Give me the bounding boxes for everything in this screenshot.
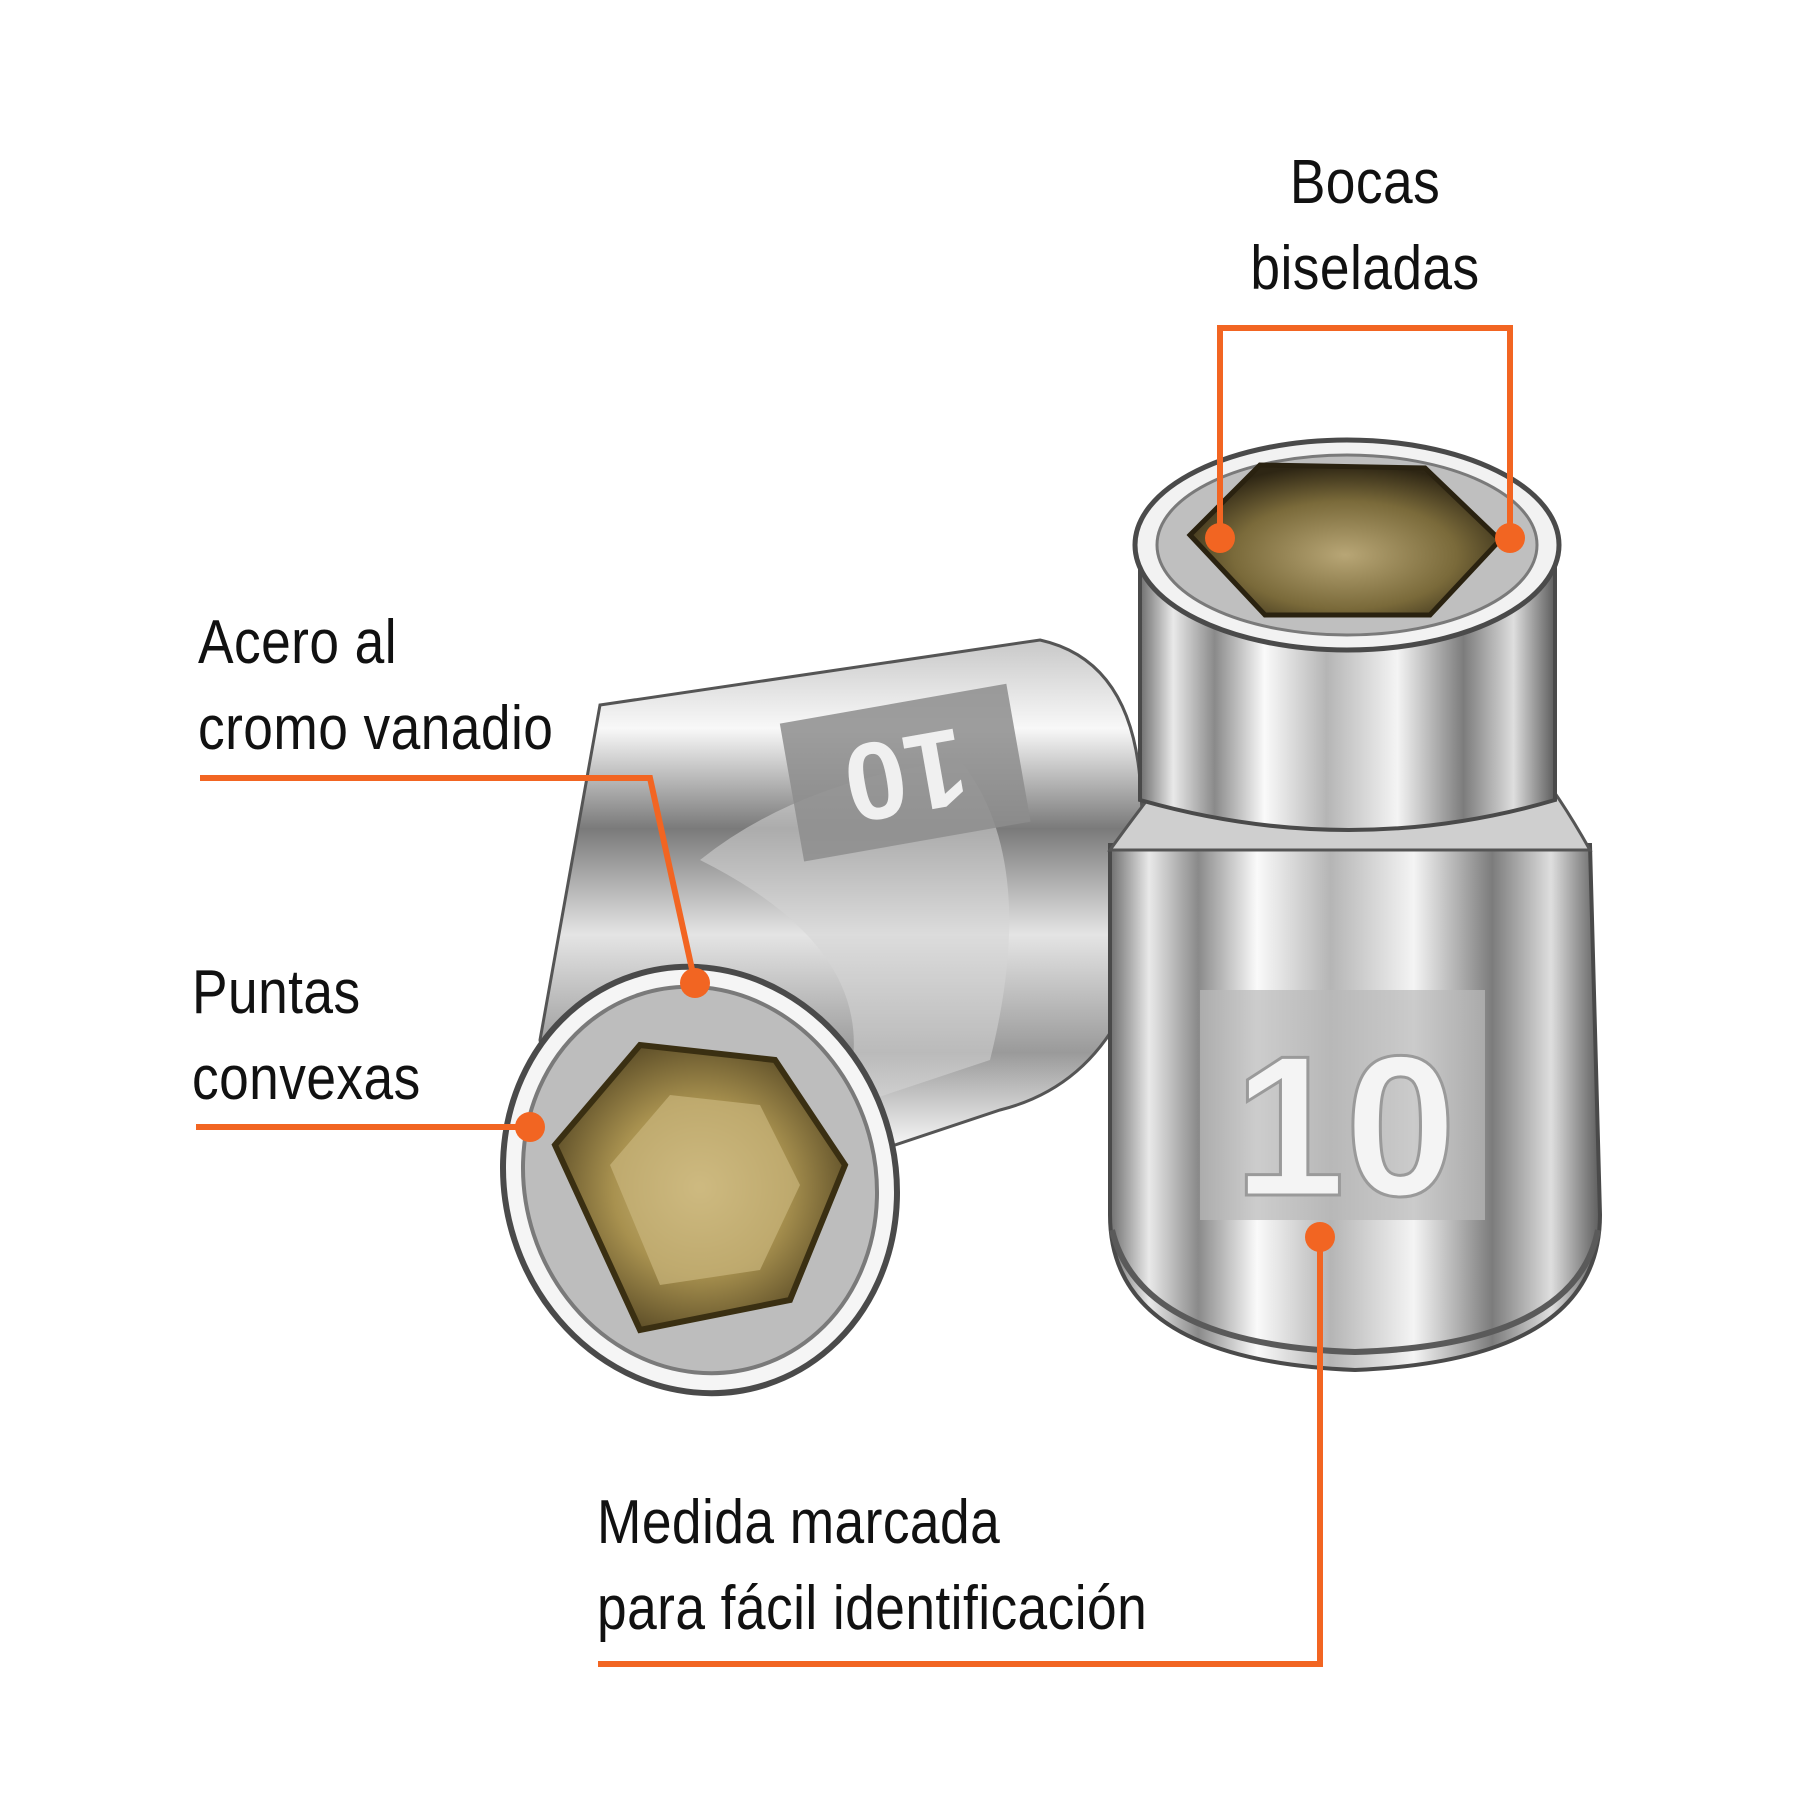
callout-acero-line2: cromo vanadio [198,694,554,763]
bocas-dot-left [1205,523,1235,553]
callout-acero-line1: Acero al [198,608,398,677]
left-socket-step [700,760,1010,1110]
right-size-plate [1200,990,1485,1220]
callout-medida-line2: para fácil identificación [597,1574,1148,1643]
callout-acero: Acero al cromo vanadio [198,600,553,772]
callout-medida-line1: Medida marcada [597,1488,1001,1557]
bocas-leader [1217,325,1513,538]
medida-leader [598,1237,1323,1667]
left-socket: 10 [500,638,1152,1397]
callout-puntas-line2: convexas [192,1044,421,1113]
right-size-marking: 10 [1234,1015,1456,1238]
callout-medida: Medida marcada para fácil identificación [597,1480,1147,1652]
left-size-marking: 10 [835,704,977,846]
callout-bocas: Bocas biseladas [1219,140,1511,312]
left-size-plate [779,683,1031,862]
callout-lines [196,325,1513,1667]
acero-leader [200,775,698,984]
acero-dot [680,968,710,998]
medida-dot [1305,1222,1335,1252]
callout-puntas-line1: Puntas [192,958,361,1027]
callout-bocas-line2: biseladas [1250,234,1480,303]
bocas-dot-right [1495,523,1525,553]
callout-dots [515,523,1525,1252]
right-socket: 10 [1107,437,1603,1373]
callout-bocas-line1: Bocas [1289,148,1441,217]
callout-puntas: Puntas convexas [192,950,421,1122]
puntas-dot [515,1112,545,1142]
